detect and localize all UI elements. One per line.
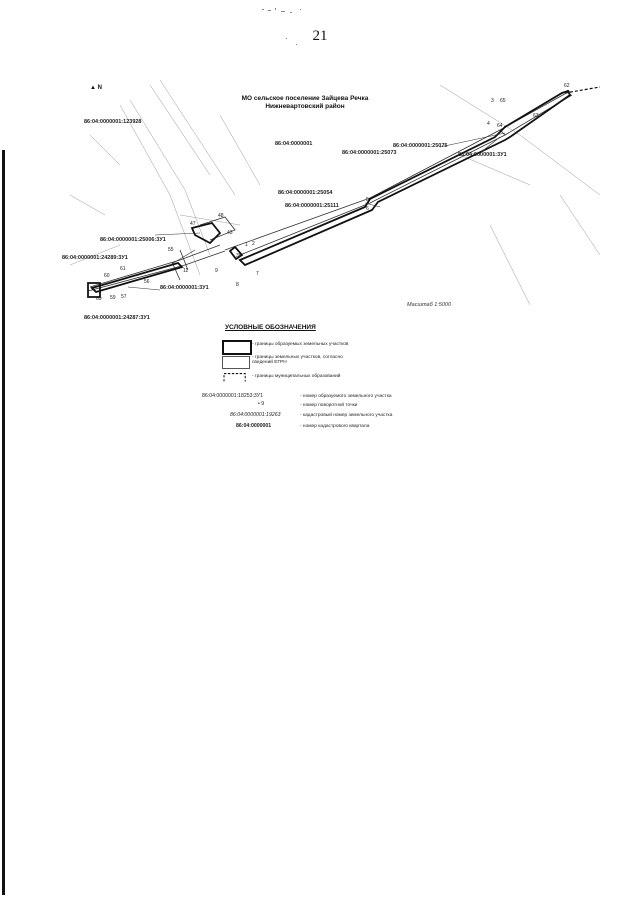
legend-item-text: - границы образуемых земельных участков <box>252 342 349 347</box>
quarter-label: 86:04:0000001 <box>275 141 313 147</box>
page-number: 21 <box>312 28 328 44</box>
point-number: 5 <box>366 197 369 203</box>
zu-label: 86:04:0000001:25006:3У1 <box>100 237 166 243</box>
egrn-parcel-boundary-symbol <box>222 356 250 369</box>
point-number: 9 <box>215 268 218 274</box>
legend-example-text: - номер образуемого земельного участка <box>300 394 392 399</box>
point-number: 6 <box>366 206 369 212</box>
point-number: 69 <box>96 296 102 302</box>
zu-label: 86:04:0000001:3У1 <box>160 285 209 291</box>
example-quarter-number: 86:04:0000001 <box>236 423 272 429</box>
cadastral-label: 86:04:0000001:25075 <box>393 143 448 149</box>
cadastral-label: 86:04:0000001:123928 <box>84 119 142 125</box>
point-number: 8 <box>236 282 239 288</box>
map-scale: Масштаб 1:5000 <box>407 302 452 308</box>
point-number: 43 <box>227 230 233 236</box>
scan-edge-bar <box>2 150 5 895</box>
point-number: 60 <box>104 273 110 279</box>
cadastral-label: 86:04:0000001:25111 <box>285 203 339 209</box>
point-number: 1 <box>245 242 248 248</box>
point-number: 7 <box>256 271 259 277</box>
point-number: 61 <box>120 266 126 272</box>
legend-example-text: - кадастровый номер земельного участка <box>300 413 393 418</box>
point-number: 55 <box>168 247 174 253</box>
point-number: 63 <box>533 113 539 119</box>
cadastral-label: 86:04:0000001:25073 <box>342 150 397 156</box>
point-number: 2 <box>252 241 255 247</box>
point-number: 11 <box>183 268 189 274</box>
example-cadastral-number: 86:04:0000001:19263 <box>230 412 281 418</box>
map-drawing <box>69 79 600 306</box>
zu-label: 86:04:0000001:3У1 <box>458 152 507 158</box>
point-number: 65 <box>500 98 506 104</box>
legend-item-text: - границы муниципальных образований <box>252 374 341 379</box>
zu-label: 86:04:0000001:24287:3У1 <box>84 315 150 321</box>
municipal-boundary-symbol <box>223 373 246 382</box>
legend-example-text: - номер поворотной точки <box>300 403 358 408</box>
point-number: 38 <box>236 253 242 259</box>
legend-example-text: - номер кадастрового квартала <box>300 424 370 429</box>
formed-parcel-boundary-symbol <box>222 340 252 355</box>
cadastral-map: ▲ N МО сельское поселение Зайцева Речка … <box>60 75 600 330</box>
example-point-number: • 9 <box>258 401 265 407</box>
point-number: 64 <box>497 123 503 129</box>
point-number: 56 <box>144 279 150 285</box>
map-title: МО сельское поселение Зайцева Речка Нижн… <box>241 95 369 110</box>
legend-item-text: - границы земельных участков, согласно с… <box>252 355 343 365</box>
scan-noise <box>262 8 301 45</box>
point-number: 3 <box>491 98 494 104</box>
point-number: 59 <box>110 295 116 301</box>
example-zu-number: 86:04:0000001:18253:3У1 <box>202 393 263 399</box>
point-number: 47 <box>190 221 196 227</box>
point-number: 48 <box>218 213 224 219</box>
zu-label: 86:04:0000001:24289:3У1 <box>62 255 128 261</box>
cadastral-label: 86:04:0000001:25054 <box>278 190 333 196</box>
point-number: 4 <box>487 121 490 127</box>
legend-title: УСЛОВНЫЕ ОБОЗНАЧЕНИЯ <box>225 324 316 331</box>
north-arrow: ▲ N <box>90 85 102 91</box>
point-number: 57 <box>121 294 127 300</box>
point-number: 62 <box>564 83 570 89</box>
north-arrow-icon: ▲ <box>90 85 96 91</box>
